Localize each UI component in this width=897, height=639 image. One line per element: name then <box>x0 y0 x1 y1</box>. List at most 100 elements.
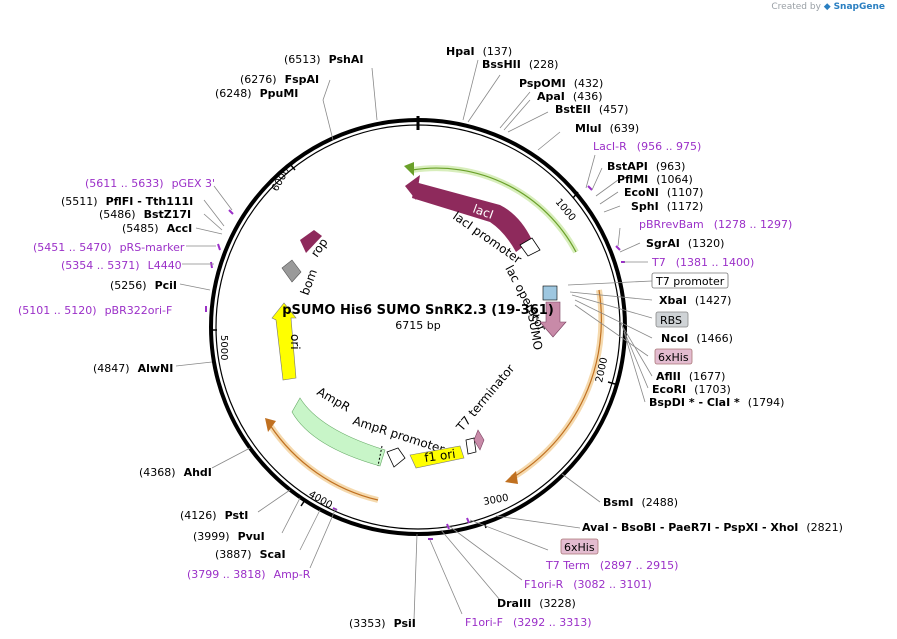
site-AhdI[interactable]: (4368)AhdI <box>139 466 212 479</box>
site-XbaI[interactable]: XbaI(1427) <box>659 294 731 307</box>
f1-ori-feature[interactable] <box>409 445 465 469</box>
snapgene-logo-icon: ◆ <box>823 2 831 12</box>
tick-mark-3000 <box>483 520 487 529</box>
ori-label: ori <box>288 334 302 350</box>
site-PstI[interactable]: (4126)PstI <box>180 509 248 522</box>
primer-mark-pRS-marker <box>217 243 221 251</box>
site-AvaI-group[interactable]: AvaI - BsoBI - PaeR7I - PspXI - XhoI(282… <box>582 521 843 534</box>
site-PvuI[interactable]: (3999)PvuI <box>193 530 265 543</box>
site-PpuMI[interactable]: (6248)PpuMI <box>215 87 298 100</box>
primer-mark-F1ori-R <box>446 523 450 530</box>
t7-promoter-label[interactable]: T7 promoter <box>655 275 725 288</box>
site-ScaI[interactable]: (3887)ScaI <box>215 548 286 561</box>
his-small-feature[interactable] <box>473 429 485 451</box>
tick-mark-6000 <box>289 163 296 171</box>
site-BsmI[interactable]: BsmI(2488) <box>603 496 678 509</box>
site-AccI[interactable]: (5485)AccI <box>122 222 192 235</box>
site-BstEII[interactable]: BstEII(457) <box>555 103 628 116</box>
site-PsiI[interactable]: (3353)PsiI <box>349 617 416 630</box>
primer-pBRrevBam[interactable]: pBRrevBam(1278 .. 1297) <box>639 218 792 231</box>
primer-L4440[interactable]: (5354 .. 5371)L4440 <box>61 259 182 272</box>
rbs-box <box>655 311 689 328</box>
f1-ori-label: f1 ori <box>423 447 456 465</box>
primer-mark-pBRrevBam <box>615 245 621 251</box>
primer-LacI-R[interactable]: LacI-R(956 .. 975) <box>593 140 701 153</box>
snapgene-credit: Created by ◆ SnapGene <box>771 2 885 12</box>
tick-mark-1000 <box>572 191 579 199</box>
primer-F1ori-F[interactable]: F1ori-F(3292 .. 3313) <box>465 616 592 629</box>
site-SphI[interactable]: SphI(1172) <box>631 200 703 213</box>
primer-T7Term[interactable]: T7 Term(2897 .. 2915) <box>545 559 678 572</box>
primer-mark-LacI-R <box>587 185 593 191</box>
ampR-dash <box>377 445 383 467</box>
primer-mark-Amp-R <box>332 507 338 511</box>
credit-brand: SnapGene <box>833 2 885 12</box>
primer-Amp-R[interactable]: (3799 .. 3818)Amp-R <box>187 568 311 581</box>
primer-pGEX3[interactable]: (5611 .. 5633)pGEX 3' <box>85 177 215 190</box>
plasmid-size: 6715 bp <box>395 319 440 332</box>
leader-lines <box>175 59 653 621</box>
site-AflII[interactable]: AflII(1677) <box>656 370 725 383</box>
site-FspAI[interactable]: (6276)FspAI <box>240 73 319 86</box>
primer-mark-pGEX3 <box>228 209 234 215</box>
site-AlwNI[interactable]: (4847)AlwNI <box>93 362 173 375</box>
site-PshAI[interactable]: (6513)PshAI <box>284 53 363 66</box>
site-EcoRI[interactable]: EcoRI(1703) <box>652 383 731 396</box>
lac-operator-feature[interactable] <box>542 285 558 301</box>
plasmid-name: pSUMO His6 SUMO SnRK2.3 (19-361) <box>282 303 554 318</box>
lacI-arrowhead <box>405 175 420 200</box>
orf-lane-lacI-line <box>411 167 577 253</box>
primer-T7[interactable]: T7(1381 .. 1400) <box>651 256 754 269</box>
site-BstAPI[interactable]: BstAPI(963) <box>607 160 685 173</box>
site-BspDI-ClaI[interactable]: BspDI * - ClaI *(1794) <box>649 396 784 409</box>
ampR-label: AmpR <box>315 384 353 414</box>
lacI-feature[interactable] <box>412 182 532 252</box>
site-EcoNI[interactable]: EcoNI(1107) <box>624 186 703 199</box>
tick-mark-2000 <box>607 381 616 385</box>
site-PflFI-Tth111I[interactable]: (5511)PflFI - Tth111I <box>61 195 193 208</box>
site-BstZ17I[interactable]: (5486)BstZ17I <box>99 208 191 221</box>
primer-F1ori-R[interactable]: F1ori-R(3082 .. 3101) <box>524 578 652 591</box>
his-box-a <box>654 348 693 365</box>
site-NcoI[interactable]: NcoI(1466) <box>661 332 733 345</box>
ori-feature[interactable] <box>271 302 297 381</box>
site-HpaI[interactable]: HpaI(137) <box>446 45 512 58</box>
his-label-b[interactable]: 6xHis <box>564 541 595 554</box>
his-box-b <box>560 538 599 555</box>
orf-lane-main-line <box>511 289 602 479</box>
orf-lane-lacI-arrow <box>404 162 414 176</box>
orf-lane-ampR-arrow <box>265 418 276 432</box>
lacI-label: lacI <box>471 202 495 222</box>
his-label-a[interactable]: 6xHis <box>658 351 689 364</box>
orf-lane-ampR-line <box>269 424 379 501</box>
tick-2000: 2000 <box>594 356 610 383</box>
primer-pBR322ori-F[interactable]: (5101 .. 5120)pBR322ori-F <box>18 304 172 317</box>
site-PspOMI[interactable]: PspOMI(432) <box>519 77 603 90</box>
tick-5000: 5000 <box>218 335 229 360</box>
site-PciI[interactable]: (5256)PciI <box>110 279 177 292</box>
ampR-promoter-feature[interactable] <box>386 447 406 468</box>
site-ApaI[interactable]: ApaI(436) <box>537 90 603 103</box>
site-PflMI[interactable]: PflMI(1064) <box>617 173 693 186</box>
rop-feature[interactable] <box>300 230 322 253</box>
tick-3000: 3000 <box>483 493 510 508</box>
rbs-label[interactable]: RBS <box>660 314 682 327</box>
t7-promoter-box <box>651 272 729 289</box>
lacI-promoter-feature[interactable] <box>519 237 541 257</box>
site-DraIII[interactable]: DraIII(3228) <box>497 597 576 610</box>
primer-pRS-marker[interactable]: (5451 .. 5470)pRS-marker <box>33 241 185 254</box>
site-MluI[interactable]: MluI(639) <box>575 122 639 135</box>
t7-terminator-feature[interactable] <box>465 437 477 455</box>
sumo-label: SUMO <box>525 313 545 351</box>
bom-feature[interactable] <box>281 259 302 283</box>
site-SgrAI[interactable]: SgrAI(1320) <box>646 237 724 250</box>
t7-terminator-label: T7 terminator <box>453 362 517 435</box>
ampR-feature[interactable] <box>291 397 386 467</box>
sumo-feature[interactable] <box>539 301 567 338</box>
primer-mark-T7Term <box>466 517 470 524</box>
orf-lane-main-arrow <box>505 471 518 484</box>
primer-mark-L4440 <box>210 261 213 269</box>
credit-prefix: Created by <box>771 2 821 12</box>
site-BssHII[interactable]: BssHII(228) <box>482 58 558 71</box>
